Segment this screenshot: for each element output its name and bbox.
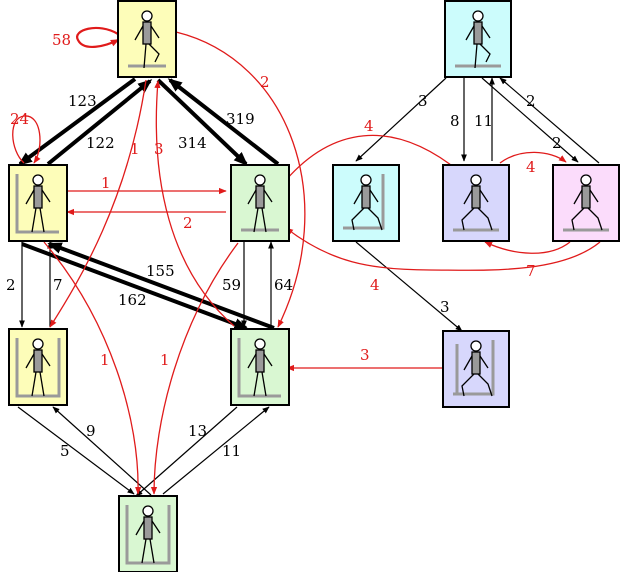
label-4-n9-n10: 4 (526, 158, 536, 176)
node-n5 (230, 328, 290, 406)
label-319: 319 (226, 110, 255, 128)
label-4-n3-n9: 4 (364, 117, 374, 135)
edge-n3-n6-1 (150, 242, 239, 495)
figure-box-stand-icon (135, 505, 161, 564)
edge-n3-n1-319 (167, 78, 280, 166)
label-11-n9-n7: 11 (474, 112, 493, 130)
label-1-n2-n6: 1 (100, 351, 110, 369)
label-3-n8-n11: 3 (440, 298, 450, 316)
label-1-n1-n4: 1 (130, 140, 140, 158)
node-n4 (8, 328, 68, 406)
label-314: 314 (178, 134, 207, 152)
label-58: 58 (52, 31, 71, 49)
label-2-n10-n7: 2 (526, 92, 536, 110)
label-24: 24 (10, 110, 29, 128)
label-2-n3-n2: 2 (183, 214, 193, 232)
label-3-n11-n5: 3 (360, 346, 370, 364)
node-n1 (117, 0, 177, 78)
edge-n8-n11-3 (355, 241, 463, 332)
label-5: 5 (60, 442, 70, 460)
figure-kneel-floor-icon (571, 174, 603, 231)
node-n8 (332, 164, 400, 242)
figure-balance-icon (134, 10, 160, 69)
edge-n5-n1-3 (154, 80, 235, 327)
figure-stand-box-icon (247, 338, 273, 397)
nodes (8, 0, 620, 572)
label-64: 64 (274, 276, 293, 294)
edge-n3-n9-4 (285, 134, 461, 181)
label-3-n7-n8: 3 (418, 92, 428, 110)
label-8: 8 (450, 112, 460, 130)
node-n9 (442, 164, 510, 242)
edge-n1-n4-1 (49, 79, 147, 328)
black-edges (17, 77, 600, 497)
edge-labels: 58 24 123 122 314 319 1 3 2 1 2 4 2 7 15… (6, 31, 562, 460)
edge-n2-self-24 (12, 115, 41, 164)
label-162: 162 (118, 291, 147, 309)
figure-lean-wall-icon (25, 174, 51, 233)
label-155: 155 (146, 262, 175, 280)
node-n11 (442, 330, 510, 408)
label-1-n2-n3: 1 (101, 174, 111, 192)
label-122: 122 (86, 134, 115, 152)
label-13: 13 (188, 422, 207, 440)
edge-n2-n1-122 (46, 79, 153, 166)
edge-n9-n10-4 (499, 151, 567, 164)
label-2-n1-n5: 2 (260, 73, 270, 91)
edge-n10-n9-7 (484, 241, 571, 254)
figure-stand-icon (247, 174, 273, 233)
edge-n6-n5-11 (162, 406, 270, 495)
label-11-n6-n5: 11 (222, 442, 241, 460)
edge-n1-self-58 (76, 26, 120, 48)
node-n6 (118, 495, 178, 572)
label-4-n10-n3: 4 (370, 276, 380, 294)
figure-lunge-wall-icon (351, 174, 383, 231)
label-7-n10-n9: 7 (526, 262, 536, 280)
label-2-n2-n4: 2 (6, 276, 16, 294)
edge-n5-n2-155 (47, 242, 275, 330)
figure-balance-floor-icon (465, 10, 491, 69)
edge-n7-n8-3 (355, 77, 447, 162)
edge-n1-n5-2 (175, 31, 306, 328)
label-7-n4-n2: 7 (53, 276, 63, 294)
label-59: 59 (222, 276, 241, 294)
label-3-n5-n1: 3 (154, 140, 164, 158)
edge-n4-n6-5 (17, 406, 135, 495)
figure-wall-walk-icon (25, 338, 51, 397)
label-123: 123 (68, 92, 97, 110)
red-edges (12, 26, 601, 495)
edge-n7-n10-2 (481, 77, 579, 163)
label-9: 9 (86, 422, 96, 440)
edge-n1-n3-314 (156, 78, 249, 166)
edge-n10-n3-7 (285, 227, 601, 271)
node-n2 (8, 164, 68, 242)
figure-kneel-icon (461, 174, 493, 231)
edge-n2-n6-1 (43, 241, 142, 495)
node-n10 (552, 164, 620, 242)
edge-n6-n4-9 (52, 406, 152, 496)
edge-n5-n6-13 (135, 406, 238, 497)
edge-n2-n5-162 (21, 242, 249, 330)
node-n7 (444, 0, 512, 78)
node-n3 (230, 164, 290, 242)
label-1-n3-n6: 1 (160, 351, 170, 369)
edge-n10-n7-2 (499, 77, 600, 164)
label-2-n7-n10: 2 (552, 134, 562, 152)
figure-kneel-wall-icon (461, 340, 493, 397)
